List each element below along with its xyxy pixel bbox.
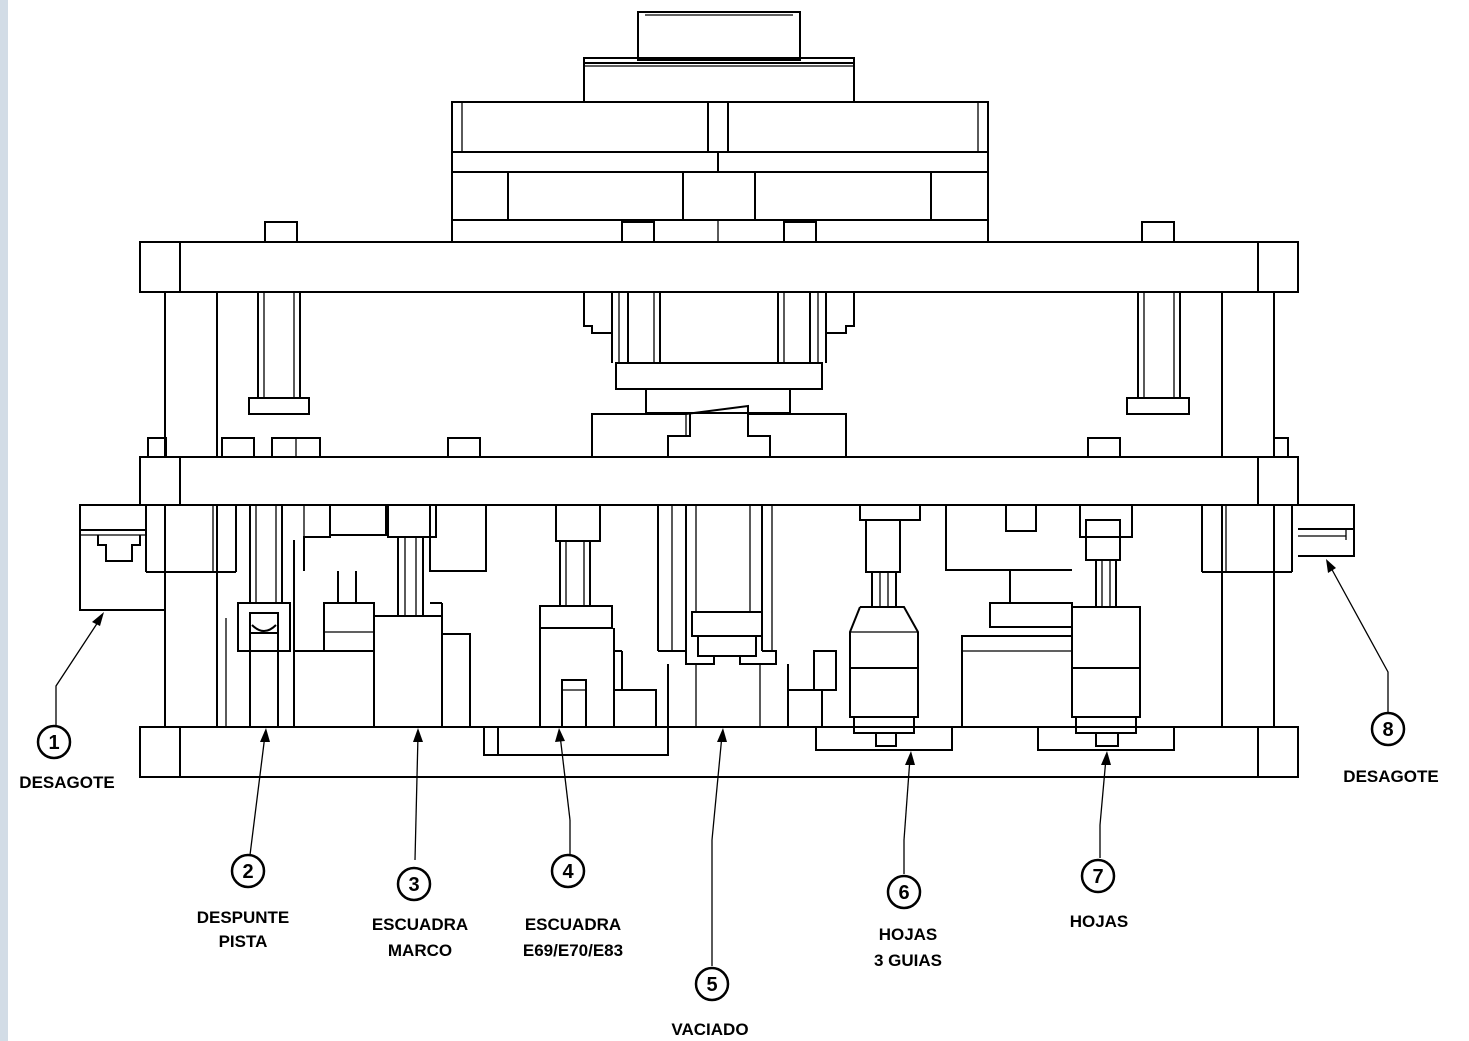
top-plate [139,241,1299,293]
bottom-plate [139,726,1299,778]
callout-8: 8 DESAGOTE [1343,711,1439,786]
shank [583,11,855,103]
label-6-line-2: 3 GUIAS [874,951,942,970]
balloon-2 [230,853,266,889]
svg-text:1: 1 [48,732,59,754]
callout-6: 6 HOJAS 3 GUIAS [874,874,942,970]
leader-lines [55,559,1389,966]
label-4-line-1: ESCUADRA [525,915,621,934]
stripper-plate [139,456,1299,506]
left-post-blocks [145,505,1293,573]
svg-text:7: 7 [1092,866,1103,888]
station-3-escuadra-marco [294,504,487,728]
balloon-6 [886,874,922,910]
callout-7: 7 HOJAS [1070,858,1129,931]
svg-text:4: 4 [562,861,574,883]
guide-posts [164,291,1275,728]
scrap-chute-left [79,504,165,611]
svg-text:6: 6 [898,882,909,904]
station-4-escuadra-e69 [483,504,669,756]
stripper-bolts [248,292,1190,415]
callout-2: 2 DESPUNTE PISTA [197,853,290,951]
svg-text:2: 2 [242,861,253,883]
balloon-4 [550,853,586,889]
callout-1: 1 DESAGOTE [19,724,115,792]
balloon-7 [1080,858,1116,894]
label-6-line-1: HOJAS [879,925,938,944]
upper-block [451,101,989,243]
label-4-line-2: E69/E70/E83 [523,941,623,960]
callout-3: 3 ESCUADRA MARCO [372,866,468,960]
station-6-hojas-3-guias [815,504,953,751]
station-5-vaciado [657,505,837,728]
central-punch-assembly [583,292,855,457]
label-8-line-1: DESAGOTE [1343,767,1438,786]
stripper-plate-stops [147,437,1289,458]
callout-5: 5 VACIADO [671,966,749,1039]
label-3-line-1: ESCUADRA [372,915,468,934]
label-2-line-1: DESPUNTE [197,908,290,927]
svg-text:5: 5 [706,974,717,996]
label-1-line-1: DESAGOTE [19,773,114,792]
left-edge-strip [0,0,8,1041]
svg-text:3: 3 [408,874,419,896]
scrap-chute-right [1298,504,1355,557]
station-7-hojas [945,504,1175,751]
label-3-line-2: MARCO [388,941,452,960]
station-2-despunte [225,505,305,728]
balloon-3 [396,866,432,902]
balloon-1 [36,724,72,760]
callout-4: 4 ESCUADRA E69/E70/E83 [523,853,623,960]
label-5-line-1: VACIADO [671,1020,748,1039]
label-2-line-2: PISTA [219,932,268,951]
balloon-8 [1370,711,1406,747]
svg-text:8: 8 [1382,719,1393,741]
label-7-line-1: HOJAS [1070,912,1129,931]
balloon-5 [694,966,730,1002]
